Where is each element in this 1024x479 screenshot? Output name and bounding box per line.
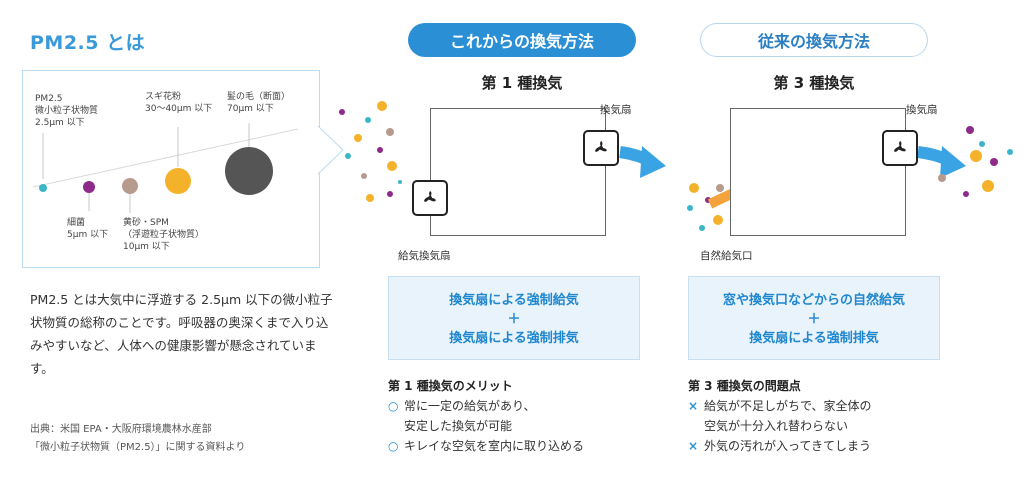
type3-method-line1: 窓や換気口などからの自然給気 [722, 293, 905, 308]
type1-room [430, 108, 606, 236]
source-line-1: 出典：米国 EPA・大阪府環境農林水産部 [30, 424, 212, 435]
cross-mark-icon: × [688, 399, 699, 413]
pm25-title: PM2.5 とは [30, 32, 146, 54]
merit-item-1-cont: 安定した換気が可能 [404, 419, 513, 433]
type1-subtitle: 第 1 種換気 [481, 74, 563, 92]
supply-fan-icon [412, 180, 448, 216]
callout-pointer [317, 125, 344, 175]
merit-item-1: ○常に一定の給気があり、 [388, 396, 584, 416]
sand-particle [122, 178, 138, 194]
circle-mark-icon: ○ [388, 399, 399, 413]
particle-size-diagram [32, 123, 299, 213]
particle-size-panel: PM2.5 微小粒子状物質 2.5μm 以下 スギ花粉 30～40μm 以下 髪… [22, 70, 320, 268]
pollen-label: スギ花粉 30～40μm 以下 [145, 92, 213, 114]
merit-item-2: ○キレイな空気を室内に取り込める [388, 436, 584, 456]
source-note: 出典：米国 EPA・大阪府環境農林水産部 「微小粒子状物質（PM2.5）」に関す… [30, 421, 245, 457]
type3-method-plus: ＋ [807, 312, 821, 327]
type3-method-box: 窓や換気口などからの自然給気 ＋ 換気扇による強制排気 [688, 276, 940, 360]
type1-exhaust-label: 換気扇 [600, 104, 632, 116]
type3-inlet-label: 自然給気口 [700, 250, 753, 262]
issue-item-1-cont: 空気が十分入れ替わらない [704, 419, 849, 433]
type3-room [730, 108, 906, 236]
merit-title: 第 1 種換気のメリット [388, 379, 513, 393]
size-axis-line [32, 128, 299, 188]
new-method-pill: これからの換気方法 [408, 23, 636, 57]
issue-title: 第 3 種換気の問題点 [688, 379, 801, 393]
type3-exhaust-label: 換気扇 [906, 104, 938, 116]
circle-mark-icon: ○ [388, 439, 399, 453]
exhaust-fan-icon [583, 130, 619, 166]
incoming-particles [339, 101, 402, 202]
type1-method-plus: ＋ [507, 312, 521, 327]
source-line-2: 「微小粒子状物質（PM2.5）」に関する資料より [30, 442, 246, 453]
exhaust-fan-icon-type3 [882, 130, 918, 166]
pm25-description: PM2.5 とは大気中に浮遊する 2.5μm 以下の微小粒子状物質の総称のことで… [30, 292, 333, 376]
type3-method-line2: 換気扇による強制排気 [749, 331, 879, 346]
issue-item-1: ×給気が不足しがちで、家全体の [688, 396, 872, 416]
bacteria-label: 細菌 5μm 以下 [67, 218, 109, 240]
pm25-label: PM2.5 微小粒子状物質 2.5μm 以下 [35, 94, 99, 128]
issue-list: ×給気が不足しがちで、家全体の 空気が十分入れ替わらない ×外気の汚れが入ってき… [688, 396, 872, 456]
pm25-particle [39, 184, 47, 192]
pollen-particle [165, 168, 191, 194]
sand-label: 黄砂・SPM （浮遊粒子状物質） 10μm 以下 [123, 218, 205, 252]
type1-supply-label: 給気換気扇 [398, 250, 451, 262]
type1-method-line2: 換気扇による強制排気 [449, 331, 579, 346]
cross-mark-icon: × [688, 439, 699, 453]
bacteria-particle [83, 181, 95, 193]
hair-particle [225, 147, 273, 195]
type1-method-box: 換気扇による強制給気 ＋ 換気扇による強制排気 [388, 276, 640, 360]
type1-method-line1: 換気扇による強制給気 [449, 293, 579, 308]
merit-list: ○常に一定の給気があり、 安定した換気が可能 ○キレイな空気を室内に取り込める [388, 396, 584, 456]
issue-item-2: ×外気の汚れが入ってきてしまう [688, 436, 872, 456]
type3-subtitle: 第 3 種換気 [773, 74, 855, 92]
outgoing-particles [938, 126, 1013, 197]
hair-label: 髪の毛（断面） 70μm 以下 [227, 92, 291, 114]
old-method-pill: 従来の換気方法 [700, 23, 928, 57]
